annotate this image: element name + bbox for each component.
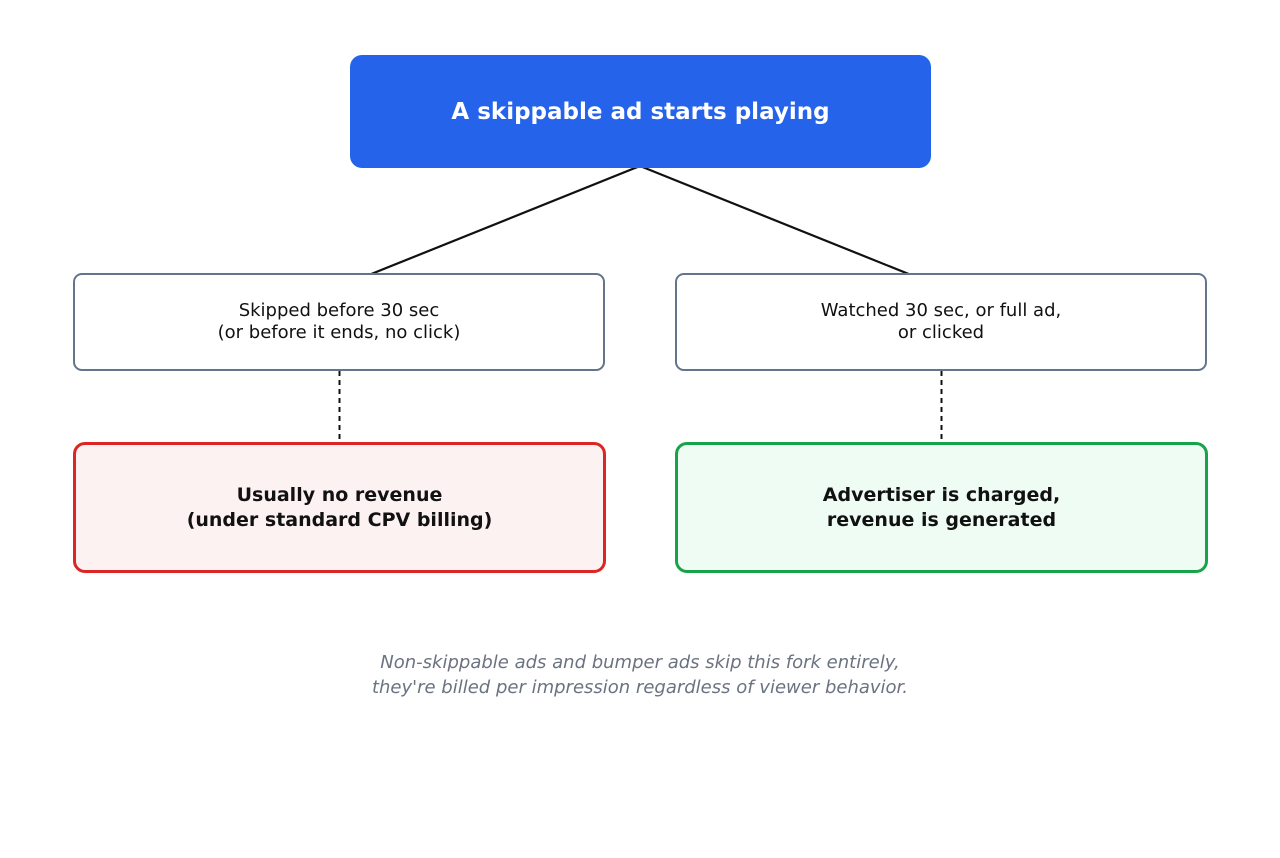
outcome-node-no-revenue: Usually no revenue (under standard CPV b… — [73, 442, 606, 573]
branch-node-watched-label: Watched 30 sec, or full ad, or clicked — [820, 300, 1062, 343]
root-node-label: A skippable ad starts playing — [451, 98, 830, 125]
connector-root-to-right-branch — [639, 164, 942, 289]
connector-root-to-left-branch — [338, 164, 641, 289]
outcome-node-revenue: Advertiser is charged, revenue is genera… — [675, 442, 1208, 573]
footnote: Non-skippable ads and bumper ads skip th… — [371, 652, 909, 698]
branch-node-watched: Watched 30 sec, or full ad, or clicked — [675, 273, 1207, 371]
branch-node-skipped-label: Skipped before 30 sec (or before it ends… — [217, 300, 461, 343]
outcome-node-revenue-label: Advertiser is charged, revenue is genera… — [822, 483, 1061, 531]
root-node: A skippable ad starts playing — [350, 55, 931, 168]
outcome-node-no-revenue-label: Usually no revenue (under standard CPV b… — [186, 483, 493, 531]
branch-node-skipped: Skipped before 30 sec (or before it ends… — [73, 273, 605, 371]
